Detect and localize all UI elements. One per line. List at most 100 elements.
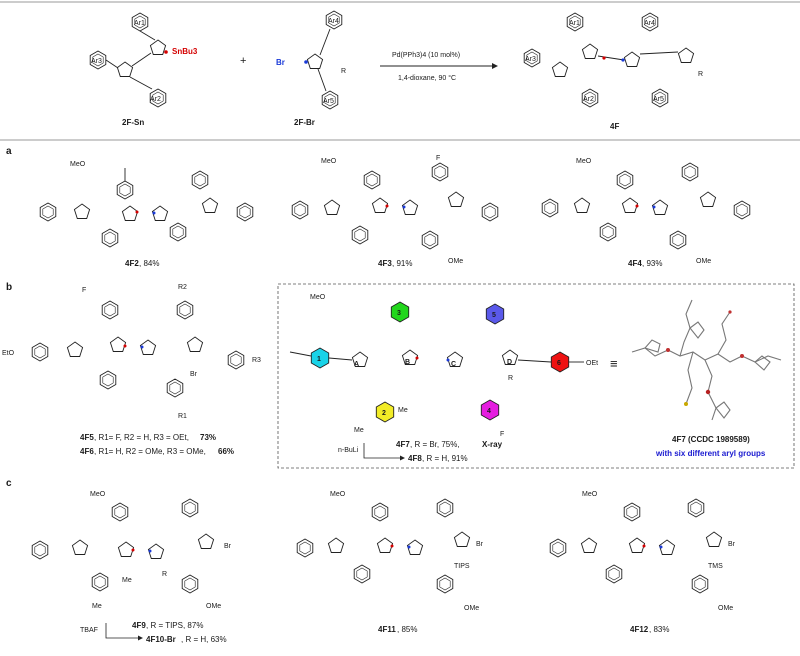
compound-4f7: MeO Me Me R F OEt A B C D 1 2 3 4 5 6 bbox=[289, 294, 598, 438]
bromide-label: Br bbox=[276, 58, 285, 67]
tms-label: TMS bbox=[708, 563, 723, 570]
compound-id: 4F11 bbox=[378, 625, 396, 634]
br-label: Br bbox=[224, 543, 232, 550]
compound-yield: , 85% bbox=[397, 625, 417, 634]
coupling-site-dot bbox=[164, 50, 168, 54]
compound-desc: , R = H, 63% bbox=[181, 635, 227, 644]
plus-sign: + bbox=[240, 55, 246, 67]
product-4f: Ar1 Ar2 Ar3 Ar4 Ar5 R 4F bbox=[523, 12, 703, 131]
meo-label: MeO bbox=[576, 158, 592, 165]
panel-c-tag: c bbox=[6, 478, 12, 489]
br-label: Br bbox=[190, 371, 198, 378]
panel-b-tag: b bbox=[6, 282, 12, 293]
compound-yield: , 84% bbox=[139, 259, 159, 268]
meo-label: MeO bbox=[310, 294, 326, 301]
panel-b: b EtO F R2 Br R3 R1 4F5 , R1= F, R2 = H,… bbox=[2, 282, 795, 469]
r-label: R bbox=[162, 571, 167, 578]
compound-desc: , R1= H, R2 = OMe, R3 = OMe, bbox=[94, 447, 206, 456]
aryl-number: 1 bbox=[317, 356, 321, 363]
me-label: Me bbox=[92, 603, 102, 610]
meo-label: MeO bbox=[330, 491, 346, 498]
compound-4f5-4f6: EtO F R2 Br R3 R1 4F5 , R1= F, R2 = H, R… bbox=[2, 284, 261, 456]
aryl-number: 2 bbox=[382, 410, 386, 417]
compound-yield: , 83% bbox=[649, 625, 669, 634]
tips-label: TIPS bbox=[454, 563, 470, 570]
r1-label: R1 bbox=[178, 413, 187, 420]
meo-label: MeO bbox=[582, 491, 598, 498]
reactant2-name: 2F-Br bbox=[294, 118, 315, 127]
compound-yield: 66% bbox=[218, 447, 234, 456]
aryl-number: 6 bbox=[557, 360, 561, 367]
stannyl-label: SnBu3 bbox=[172, 47, 198, 56]
product-name: 4F bbox=[610, 122, 619, 131]
ring-letter: C bbox=[451, 361, 456, 368]
product-ar1: Ar1 bbox=[569, 20, 580, 27]
reactant-2f-sn: Ar1 Ar2 Ar3 SnBu3 2F-Sn bbox=[89, 12, 198, 127]
compound-id: 4F8 bbox=[408, 454, 422, 463]
compound-id: 4F3 bbox=[378, 259, 392, 268]
ome-label: OMe bbox=[464, 605, 479, 612]
compound-4f3: MeO F OMe 4F3 , 91% bbox=[291, 155, 499, 268]
meo-label: MeO bbox=[70, 161, 86, 168]
compound-id: 4F2 bbox=[125, 259, 139, 268]
br-label: Br bbox=[476, 541, 484, 548]
crystal-structure-image bbox=[631, 299, 782, 421]
r3-label: R3 bbox=[252, 357, 261, 364]
compound-4f2: MeO 4F2 , 84% bbox=[39, 161, 254, 268]
product-ar3: Ar3 bbox=[525, 56, 536, 63]
reactant-2f-br: Br R Ar4 Ar5 2F-Br bbox=[276, 10, 346, 127]
product-ar5: Ar5 bbox=[653, 96, 664, 103]
fluoro-label: F bbox=[82, 287, 86, 294]
compound-4f9: MeO Me Me R Br OMe TBAF 4F9 , R = TIPS, … bbox=[31, 491, 232, 644]
oet-label: OEt bbox=[586, 360, 598, 367]
compound-desc: , R = Br, 75%, bbox=[410, 440, 460, 449]
panel-a: a MeO 4F2 , 84% bbox=[6, 146, 751, 268]
compound-id: 4F7 bbox=[396, 440, 410, 449]
ar3-label: Ar3 bbox=[91, 58, 102, 65]
aryl-number: 3 bbox=[397, 310, 401, 317]
ome-label: OMe bbox=[206, 603, 221, 610]
aryl-number: 5 bbox=[492, 312, 496, 319]
reaction-arrow: Pd(PPh3)4 (10 mol%) 1,4-dioxane, 90 °C bbox=[380, 52, 498, 82]
me-label: Me bbox=[354, 427, 364, 434]
eto-label: EtO bbox=[2, 350, 15, 357]
crystal-caption: 4F7 (CCDC 1989589) bbox=[672, 435, 750, 444]
compound-desc: , R = TIPS, 87% bbox=[146, 621, 203, 630]
compound-id: 4F9 bbox=[132, 621, 146, 630]
compound-yield: 73% bbox=[200, 433, 216, 442]
xray-label: X-ray bbox=[482, 440, 503, 449]
crystal-subcaption: with six different aryl groups bbox=[655, 449, 766, 458]
compound-4f11: MeO Br TIPS OMe 4F11 , 85% bbox=[296, 491, 484, 634]
product-ar4: Ar4 bbox=[644, 20, 655, 27]
meo-label: MeO bbox=[90, 491, 106, 498]
highlight-box bbox=[277, 283, 795, 469]
product-ar2: Ar2 bbox=[583, 96, 594, 103]
me-label: Me bbox=[398, 407, 408, 414]
compound-4f4: MeO OMe 4F4 , 93% bbox=[541, 158, 751, 268]
panel-a-tag: a bbox=[6, 146, 12, 157]
ar4-label: Ar4 bbox=[328, 18, 339, 25]
ar5-label: Ar5 bbox=[323, 98, 334, 105]
reagent-label: TBAF bbox=[80, 627, 98, 634]
conditions-text: 1,4-dioxane, 90 °C bbox=[398, 74, 456, 82]
debromination-step: n-BuLi 4F7 , R = Br, 75%, X-ray 4F8 , R … bbox=[338, 440, 503, 463]
ome-label: OMe bbox=[448, 258, 463, 265]
ome-label: OMe bbox=[696, 258, 711, 265]
fluoro-label: F bbox=[500, 431, 504, 438]
reactant1-name: 2F-Sn bbox=[122, 118, 144, 127]
compound-id: 4F12 bbox=[630, 625, 649, 634]
r-label: R bbox=[341, 68, 346, 75]
compound-4f12: MeO Br TMS OMe 4F12 , 83% bbox=[549, 491, 736, 634]
ring-letter: B bbox=[405, 359, 410, 366]
ar1-label: Ar1 bbox=[134, 20, 145, 27]
compound-id: 4F5 bbox=[80, 433, 94, 442]
r-label: R bbox=[508, 375, 513, 382]
compound-id: 4F4 bbox=[628, 259, 642, 268]
ring-letter: A bbox=[354, 361, 359, 368]
compound-yield: , 93% bbox=[642, 259, 662, 268]
equivalence-sign: ≡ bbox=[610, 356, 618, 371]
top-scheme: Ar1 Ar2 Ar3 SnBu3 2F-Sn + Br R Ar4 Ar5 2… bbox=[0, 1, 800, 141]
panel-c: c MeO Me Me R Br OMe TBAF 4F9 , R = TIPS… bbox=[6, 478, 736, 644]
compound-yield: , 91% bbox=[392, 259, 412, 268]
